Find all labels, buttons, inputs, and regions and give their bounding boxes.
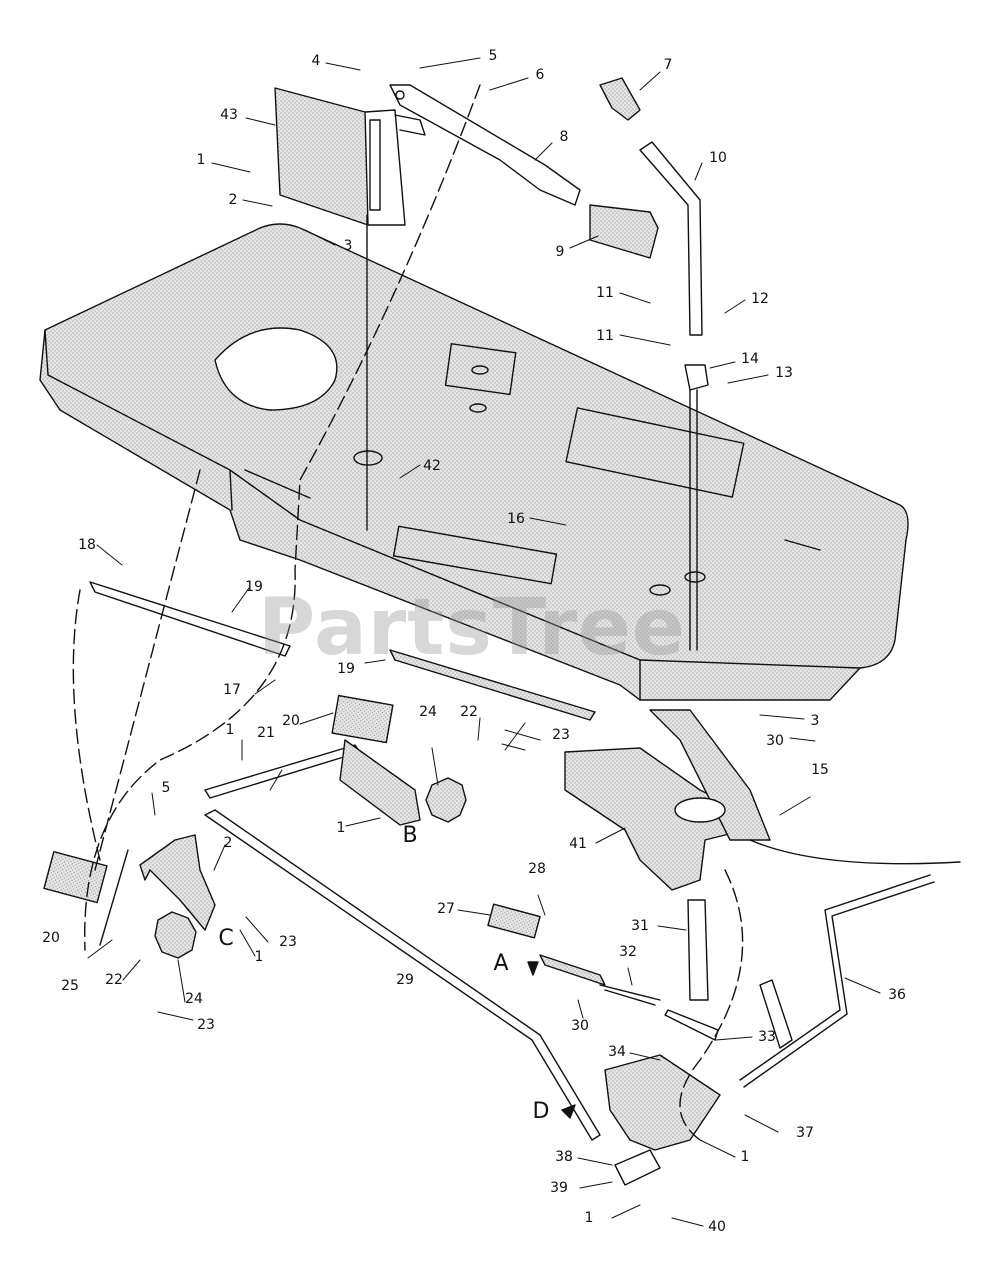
- part-24-knob-upper: [425, 777, 467, 823]
- part-33-spring: [599, 984, 661, 1006]
- watermark: PartsTree: [258, 583, 686, 673]
- callout-24b: 24: [185, 991, 203, 1007]
- part-21-shaft: [204, 739, 421, 826]
- callout-27: 29: [396, 972, 414, 988]
- callout-1f: 1: [584, 1210, 594, 1226]
- callout-5b: 5: [161, 780, 171, 796]
- callout-17: 17: [223, 682, 241, 698]
- part-10-shift-rod: [639, 141, 703, 336]
- callout-16: 16: [507, 511, 525, 527]
- part-43-bracket: [274, 87, 426, 226]
- part-25-pin: [99, 849, 129, 946]
- part-7-knob: [599, 77, 641, 121]
- callout-5: 5: [488, 48, 498, 64]
- part-41-bracket: [564, 709, 771, 891]
- callout-22: 22: [460, 704, 478, 720]
- leader-lower-right: [749, 839, 961, 865]
- view-letter-c: C: [218, 926, 234, 951]
- callout-31: 30: [766, 733, 784, 749]
- part-38-bracket: [614, 1149, 661, 1186]
- callout-2b: 2: [223, 835, 233, 851]
- callout-28: 27: [437, 901, 455, 917]
- callout-2: 2: [228, 192, 238, 208]
- callout-21: 21: [257, 725, 275, 741]
- left-bracket: [139, 834, 216, 931]
- part-34-link: [664, 1009, 719, 1041]
- callout-1e: 1: [740, 1149, 750, 1165]
- part-28-block: [487, 903, 541, 939]
- callout-12: 12: [751, 291, 769, 307]
- callout-35: 34: [608, 1044, 626, 1060]
- callout-42: 42: [423, 458, 441, 474]
- callout-9: 9: [555, 244, 565, 260]
- callout-29: 28: [528, 861, 546, 877]
- leader-lines: [87, 57, 881, 1227]
- part-35-bracket: [604, 1054, 721, 1151]
- callout-1: 1: [196, 152, 206, 168]
- callout-32: 31: [631, 918, 649, 934]
- shift-rod-lower: [689, 389, 698, 651]
- part-19-rod-right: [389, 649, 596, 721]
- callout-39: 39: [550, 1180, 568, 1196]
- dash-guide-left: [72, 469, 201, 871]
- part-24-knob-lower: [154, 911, 197, 959]
- view-letter-b: B: [402, 823, 418, 848]
- part-19-rod-left: [89, 581, 291, 657]
- part-36-bent-rod: [739, 874, 935, 1088]
- part-30-link: [539, 954, 606, 986]
- callout-23b: 23: [279, 934, 297, 950]
- part-20-plate-lower: [43, 850, 108, 904]
- callout-33: 32: [619, 944, 637, 960]
- callout-11: 11: [596, 285, 614, 301]
- part-9-grip: [589, 204, 659, 259]
- callout-40: 40: [708, 1219, 726, 1235]
- part-32-post: [687, 899, 709, 1001]
- part-14-clip: [684, 364, 709, 391]
- callout-19b: 19: [337, 661, 355, 677]
- callout-3: 3: [343, 238, 353, 254]
- part-36-lever: [759, 979, 793, 1049]
- dash-guide-right: [679, 869, 744, 1141]
- callout-13: 13: [775, 365, 793, 381]
- callout-1d: 1: [254, 949, 264, 965]
- callout-34: 33: [758, 1029, 776, 1045]
- part-20-plate-upper: [331, 694, 394, 744]
- callout-37: 37: [796, 1125, 814, 1141]
- view-letter-d: D: [532, 1099, 550, 1124]
- callout-10: 10: [709, 150, 727, 166]
- callout-24: 24: [419, 704, 437, 720]
- callout-4: 4: [311, 53, 321, 69]
- part-8-lever-arm: [389, 84, 581, 206]
- callout-7: 7: [663, 57, 673, 73]
- callout-8: 8: [559, 129, 569, 145]
- callout-11b: 11: [596, 328, 614, 344]
- arrow-a: [527, 961, 539, 976]
- callout-30: 30: [571, 1018, 589, 1034]
- callout-23c: 23: [197, 1017, 215, 1033]
- callout-19: 19: [245, 579, 263, 595]
- callout-1b: 1: [225, 722, 235, 738]
- callout-20: 20: [282, 713, 300, 729]
- callout-36: 36: [888, 987, 906, 1003]
- callout-18: 18: [78, 537, 96, 553]
- view-letter-a: A: [493, 951, 509, 976]
- callout-15: 15: [811, 762, 829, 778]
- callout-41: 41: [569, 836, 587, 852]
- part-27-long-rod: [204, 809, 601, 1141]
- callout-14: 14: [741, 351, 759, 367]
- callout-25: 25: [61, 978, 79, 994]
- callout-3b: 3: [810, 713, 820, 729]
- body-pan: [39, 223, 909, 701]
- callout-22b: 22: [105, 972, 123, 988]
- callout-1c: 1: [336, 820, 346, 836]
- callout-20b: 20: [42, 930, 60, 946]
- callout-23: 23: [552, 727, 570, 743]
- callout-43: 43: [220, 107, 238, 123]
- arrow-d: [561, 1104, 576, 1119]
- callout-38: 38: [555, 1149, 573, 1165]
- dash-guide-center: [84, 84, 481, 951]
- callout-6: 6: [535, 67, 545, 83]
